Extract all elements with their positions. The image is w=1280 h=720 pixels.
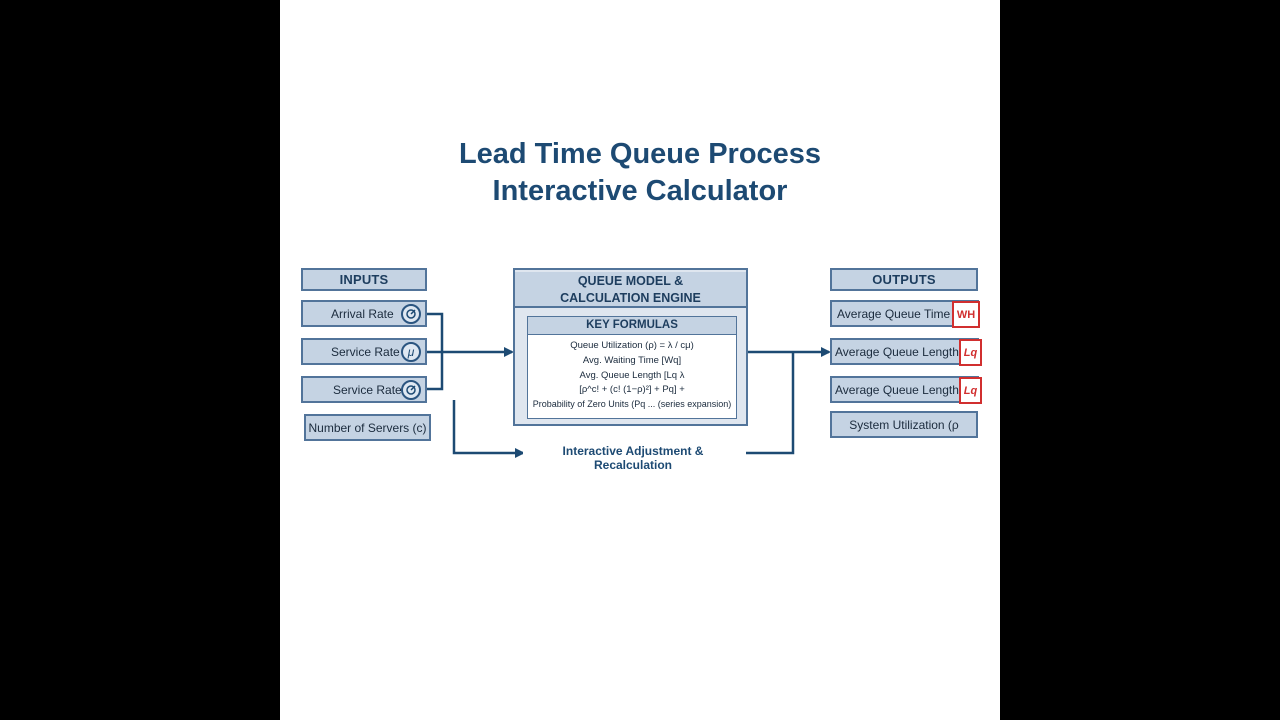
formula-queue-length: Avg. Queue Length [Lq λ (579, 370, 685, 381)
input-arrival-rate[interactable]: Arrival Rate (301, 300, 427, 327)
output-average-queue-time: Average Queue Time WH (830, 300, 980, 328)
formula-zero-units: Probability of Zero Units (Pq ... (serie… (532, 399, 732, 409)
output-average-queue-time-label: Average Queue Time (837, 306, 951, 321)
output-average-queue-length-2: Average Queue Length Lq (830, 376, 982, 404)
feedback-line-left (452, 400, 525, 458)
engine-title-line-1: QUEUE MODEL & (577, 274, 684, 288)
output-average-queue-length-1: Average Queue Length Lq (830, 338, 982, 366)
gauge-icon (401, 304, 421, 324)
title-line-2: Interactive Calculator (492, 175, 788, 207)
diagram-canvas: Lead Time Queue Process Interactive Calc… (280, 0, 1000, 720)
connector-arrows (427, 312, 831, 458)
output-symbol-lq: Lq (959, 339, 982, 366)
mu-icon: μ (401, 342, 421, 362)
output-average-queue-length-2-label: Average Queue Length (835, 382, 959, 397)
formula-utilization: Queue Utilization (ρ) = λ / cμ) (570, 340, 694, 351)
feedback-line-right (746, 352, 795, 455)
input-number-of-servers[interactable]: Number of Servers (c) (304, 414, 431, 441)
input-arrival-rate-label: Arrival Rate (331, 306, 394, 321)
title-line-1: Lead Time Queue Process (458, 138, 822, 170)
input-service-rate-1[interactable]: Service Rate μ (301, 338, 427, 365)
gauge-icon (401, 380, 421, 400)
queue-model-engine: QUEUE MODEL & CALCULATION ENGINE KEY FOR… (513, 268, 748, 426)
formula-expansion: [ρ^c! + (c! (1−ρ)²] + Pq] + (579, 384, 685, 395)
engine-title-line-2: CALCULATION ENGINE (560, 291, 701, 305)
engine-title: QUEUE MODEL & CALCULATION ENGINE (515, 272, 746, 308)
input-service-rate-2-label: Service Rate (333, 382, 402, 397)
formula-waiting-time: Avg. Waiting Time [Wq] (582, 355, 682, 366)
output-symbol-wh: WH (952, 301, 980, 328)
key-formulas-header: KEY FORMULAS (528, 317, 736, 335)
output-symbol-lq: Lq (959, 377, 982, 404)
output-system-utilization: System Utilization (ρ (830, 411, 978, 438)
inputs-header: INPUTS (301, 268, 427, 291)
key-formulas-panel: KEY FORMULAS Queue Utilization (ρ) = λ /… (527, 316, 737, 419)
input-service-rate-1-label: Service Rate (331, 344, 400, 359)
output-average-queue-length-1-label: Average Queue Length (835, 344, 959, 359)
interactive-adjustment-label: Interactive Adjustment & Recalculation (523, 444, 743, 472)
outputs-header: OUTPUTS (830, 268, 978, 291)
input-service-rate-2[interactable]: Service Rate (301, 376, 427, 403)
